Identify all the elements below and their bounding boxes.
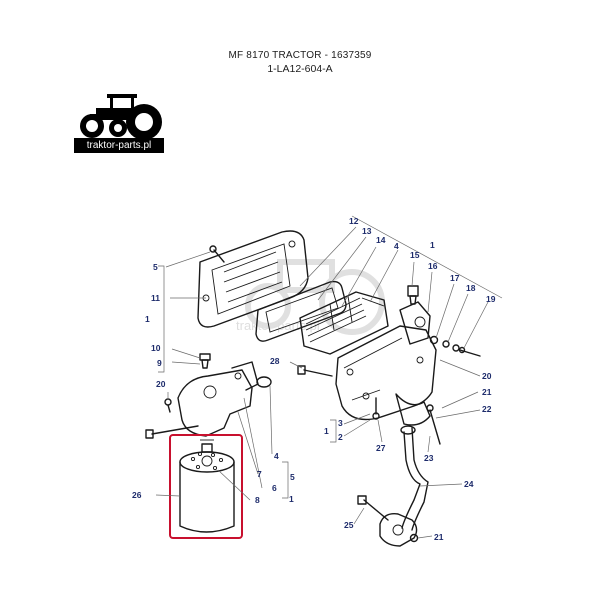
callout-1-mid: 1 <box>324 426 329 436</box>
callout-28: 28 <box>270 356 280 366</box>
tractor-icon <box>80 94 162 140</box>
callout-3: 3 <box>338 418 343 428</box>
callout-20-left: 20 <box>156 379 166 389</box>
callout-25: 25 <box>344 520 354 530</box>
callout-5-bottom: 5 <box>290 472 295 482</box>
callout-20-right: 20 <box>482 371 492 381</box>
flange <box>357 495 419 547</box>
callout-19: 19 <box>486 294 496 304</box>
highlight-frame <box>169 434 243 539</box>
callout-23: 23 <box>424 453 434 463</box>
callout-14: 14 <box>376 235 386 245</box>
callout-21-right: 21 <box>482 387 492 397</box>
diagram-title: MF 8170 TRACTOR - 1637359 <box>228 50 372 61</box>
o-ring-part-4 <box>256 376 272 388</box>
screw-part-5 <box>209 245 225 263</box>
callout-18: 18 <box>466 283 476 293</box>
callout-10: 10 <box>151 343 161 353</box>
cooler-core <box>299 291 389 355</box>
oil-cooler-cover <box>197 230 309 328</box>
filter-head <box>177 361 259 437</box>
callout-7: 7 <box>257 469 262 479</box>
bracket-part-3 <box>330 419 337 443</box>
tube <box>400 425 429 531</box>
callout-13: 13 <box>362 226 372 236</box>
oil-filter <box>179 439 235 533</box>
diagram-code: 1-LA12-604-A <box>267 63 333 75</box>
bolt-part-28 <box>297 365 333 377</box>
callout-1-top: 1 <box>430 240 435 250</box>
callout-24: 24 <box>464 479 474 489</box>
bolt-part-22 <box>426 404 441 445</box>
callout-15: 15 <box>410 250 420 260</box>
bolt-left <box>145 425 199 439</box>
callout-9: 9 <box>157 358 162 368</box>
bracket-left-1 <box>158 265 165 373</box>
cooler-housing <box>335 301 437 426</box>
logo-text: traktor-parts.pl <box>74 138 164 153</box>
callout-8: 8 <box>255 495 260 505</box>
callout-2: 2 <box>338 432 343 442</box>
bracket-top-1 <box>351 215 503 299</box>
leader-lines <box>155 226 489 539</box>
plug <box>407 285 419 305</box>
callout-4-top: 4 <box>394 241 399 251</box>
callout-17: 17 <box>450 273 460 283</box>
bracket-bottom-1 <box>282 461 289 499</box>
callout-5-top: 5 <box>153 262 158 272</box>
plug-part-9 <box>199 353 211 369</box>
gasket <box>255 280 347 342</box>
callout-4-bottom: 4 <box>274 451 279 461</box>
callout-22: 22 <box>482 404 492 414</box>
callout-1-left: 1 <box>145 314 150 324</box>
callout-27: 27 <box>376 443 386 453</box>
callout-1-bottom: 1 <box>289 494 294 504</box>
callout-11: 11 <box>151 293 160 303</box>
screw-part-27 <box>372 397 380 420</box>
callout-12: 12 <box>349 216 359 226</box>
callout-6: 6 <box>272 483 277 493</box>
bolt-part-20 <box>164 398 172 413</box>
washers-bolts-16-19 <box>429 335 481 357</box>
callout-26: 26 <box>132 490 142 500</box>
callout-16: 16 <box>428 261 438 271</box>
callout-21-bottom: 21 <box>434 532 444 542</box>
